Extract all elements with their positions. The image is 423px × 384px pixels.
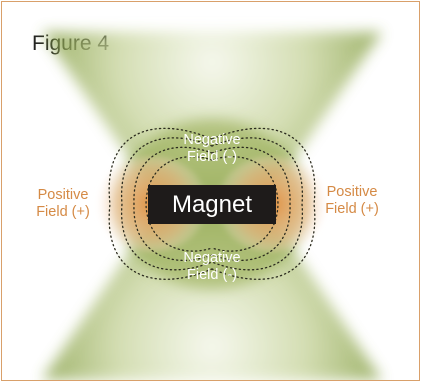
field-line-left-2 (121, 137, 213, 271)
field-line-right-3 (211, 146, 291, 262)
field-line-right-2 (211, 137, 303, 271)
positive-field-right-line2: Field (+) (325, 201, 379, 217)
negative-field-bottom-line2: Field (-) (187, 267, 237, 283)
negative-field-top-line1: Negative (183, 132, 241, 148)
negative-field-top-line2: Field (-) (187, 149, 237, 165)
positive-field-right-label: Positive Field (+) (307, 184, 397, 218)
negative-field-top-label: Negative Field (-) (167, 132, 257, 166)
negative-field-bottom-shape (42, 207, 382, 380)
magnet-block: Magnet (148, 185, 276, 224)
negative-field-top-shape (42, 32, 382, 202)
negative-field-bottom-line1: Negative (183, 250, 241, 266)
field-line-left-1 (108, 127, 213, 280)
positive-field-left-line1: Positive (37, 187, 89, 203)
field-lines (108, 127, 316, 280)
negative-field-bottom-label: Negative Field (-) (167, 250, 257, 284)
field-line-left-4 (145, 156, 213, 252)
positive-field-right-line1: Positive (326, 184, 378, 200)
field-line-right-4 (211, 156, 279, 252)
positive-field-left-line2: Field (+) (36, 204, 90, 220)
positive-field-left-label: Positive Field (+) (18, 187, 108, 221)
field-line-left-3 (133, 146, 213, 262)
field-line-right-1 (211, 127, 316, 280)
